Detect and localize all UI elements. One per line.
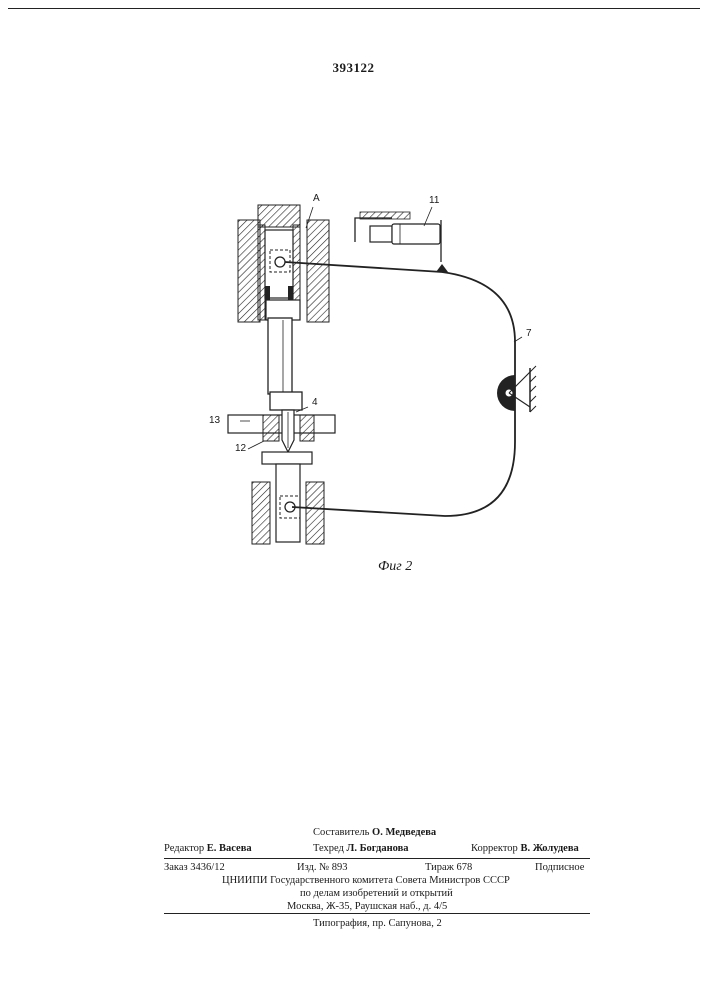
upper-cylinder-cap (258, 205, 300, 227)
label-a: А (313, 193, 320, 204)
switch-plunger (392, 224, 440, 244)
upper-piston-pin (275, 257, 285, 267)
label-12: 12 (235, 443, 246, 454)
label-13: 13 (209, 415, 220, 426)
die-plate-hatch-left (263, 415, 279, 441)
label-4: 4 (312, 397, 318, 408)
lever-weld (436, 264, 448, 272)
upper-seal-left (265, 286, 270, 300)
figure-caption: Фиг 2 (378, 559, 412, 575)
switch-bracket-hatch (360, 212, 410, 219)
switch-body (370, 226, 392, 242)
label-11: 11 (429, 195, 439, 206)
upper-seal-right (288, 286, 293, 300)
lower-frame-left (252, 482, 270, 544)
upper-piston-collar (266, 300, 300, 320)
piston-rod (268, 318, 292, 394)
label-7: 7 (526, 328, 532, 339)
rod-end-block (270, 392, 302, 410)
lower-frame-right (306, 482, 324, 544)
die-plate-hatch-right (300, 415, 314, 441)
upper-frame-left (238, 220, 260, 322)
upper-frame-right (307, 220, 329, 322)
upper-cylinder-wall-left (258, 225, 265, 320)
lower-anvil (262, 452, 312, 464)
